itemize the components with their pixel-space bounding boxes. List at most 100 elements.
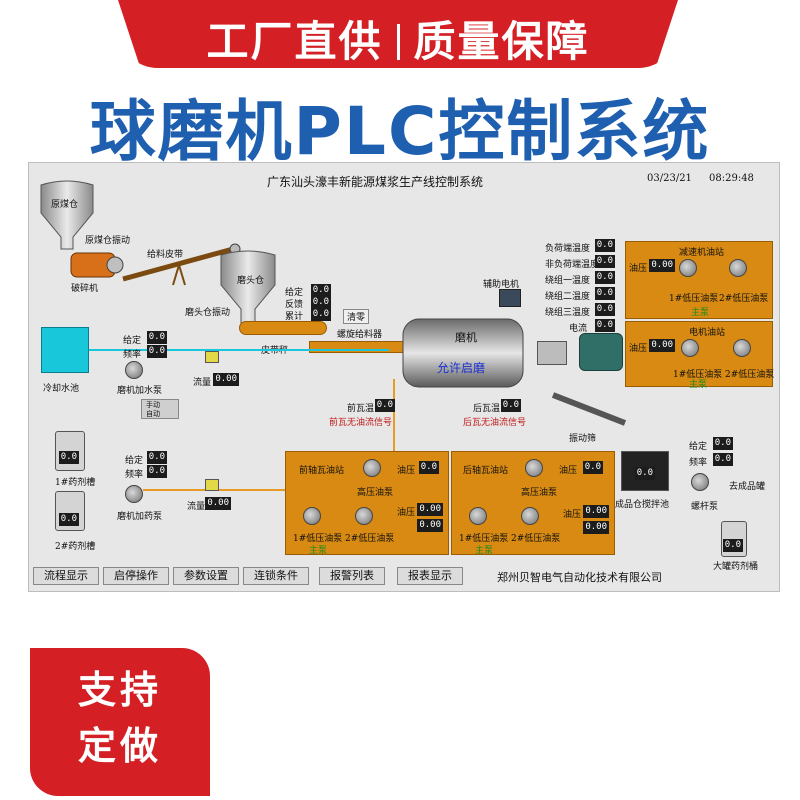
screw-freq-value: 0.0 — [713, 453, 733, 466]
reducer-station-label: 减速机油站 — [679, 248, 725, 258]
tab-alarms[interactable]: 报警列表 — [319, 567, 385, 585]
raw-coal-bin-icon — [40, 180, 94, 250]
front-lp1-pump-icon — [303, 507, 321, 525]
dose-pump-icon — [125, 485, 143, 503]
screw-pump-icon — [691, 473, 709, 491]
mill-label: 磨机 — [455, 331, 477, 344]
reducer-lp1-label: 1#低压油泵 — [669, 294, 719, 304]
belt-feedback-value: 0.0 — [311, 296, 331, 309]
water-flow-label: 流量 — [193, 378, 212, 388]
temp-label-3: 绕组二温度 — [545, 292, 591, 302]
belt-scale-label: 皮带秤 — [261, 346, 289, 356]
custom-line2: 定做 — [77, 724, 162, 768]
water-freq-label: 频率 — [123, 350, 142, 360]
banner-right: 质量保障 — [413, 17, 590, 66]
auto-option: 自动 — [146, 410, 160, 418]
tab-process[interactable]: 流程显示 — [33, 567, 99, 585]
temp-value-5: 0.0 — [595, 319, 615, 332]
belt-scale — [239, 321, 327, 335]
vib-screen-icon — [551, 392, 627, 426]
rear-lp1-label: 1#低压油泵 — [459, 534, 509, 544]
screw-pump-label: 螺杆泵 — [691, 502, 719, 512]
reducer-oil-station — [625, 241, 773, 319]
water-mode-switch[interactable]: 手动自动 — [141, 399, 179, 419]
rear-pressure2-label: 油压 — [563, 510, 582, 520]
crusher-icon — [70, 252, 124, 278]
water-pipe — [89, 349, 389, 351]
clear-button[interactable]: 清零 — [343, 309, 370, 324]
belt-set-value: 0.0 — [311, 284, 331, 297]
water-pump-icon — [125, 361, 143, 379]
crusher-label: 破碎机 — [71, 284, 99, 294]
reducer-lp2-pump-icon — [729, 259, 747, 277]
rear-pressure3-value: 0.00 — [583, 521, 609, 534]
dose-flow-label: 流量 — [187, 502, 206, 512]
pot1-label: 1#药剂槽 — [55, 478, 96, 488]
front-pressure-value: 0.0 — [419, 461, 439, 474]
rear-station-label: 后轴瓦油站 — [463, 466, 509, 476]
raw-coal-vib-label: 原煤仓振动 — [85, 236, 131, 246]
cooling-pool-label: 冷却水池 — [43, 384, 80, 394]
mill-head-bin-icon — [220, 250, 276, 324]
belt-total-label: 累计 — [285, 312, 304, 322]
dose-pipe — [143, 489, 393, 491]
product-tank-value: 0.0 — [635, 467, 655, 480]
to-product-label: 去成品罐 — [729, 482, 766, 492]
rear-pressure-value: 0.0 — [583, 461, 603, 474]
rear-hp-pump-icon — [525, 459, 543, 477]
water-pump-label: 磨机加水泵 — [117, 386, 163, 396]
motor-pressure-value: 0.00 — [649, 339, 675, 352]
raw-coal-bin-label: 原煤仓 — [51, 200, 79, 210]
dose-freq-label: 频率 — [125, 470, 144, 480]
pot1-value: 0.0 — [59, 451, 79, 464]
front-pressure3-value: 0.00 — [417, 519, 443, 532]
rear-tile-temp-value: 0.0 — [501, 399, 521, 412]
manual-option: 手动 — [146, 401, 160, 409]
rear-hp-label: 高压油泵 — [521, 488, 558, 498]
custom-badge-text: 支持 定做 — [30, 662, 210, 774]
screw-set-value: 0.0 — [713, 437, 733, 450]
spiral-feeder-label: 螺旋给料器 — [337, 330, 383, 340]
tab-interlock[interactable]: 连锁条件 — [243, 567, 309, 585]
dose-valve-icon — [205, 479, 219, 491]
front-station-label: 前轴瓦油站 — [299, 466, 345, 476]
motor-lp1-label: 1#低压油泵 — [673, 370, 723, 380]
front-pressure-label: 油压 — [397, 466, 416, 476]
front-lp1-label: 1#低压油泵 — [293, 534, 343, 544]
water-freq-value: 0.0 — [147, 345, 167, 358]
temp-value-3: 0.0 — [595, 287, 615, 300]
dose-set-label: 给定 — [125, 456, 144, 466]
motor-station-label: 电机油站 — [689, 328, 726, 338]
dose-pipe-riser — [393, 379, 395, 491]
pot2-value: 0.0 — [59, 513, 79, 526]
motor-pressure-label: 油压 — [629, 344, 648, 354]
scada-panel: 广东汕头濠丰新能源煤浆生产线控制系统 03/23/21 08:29:48 原煤仓… — [28, 162, 780, 592]
rear-lp1-pump-icon — [469, 507, 487, 525]
motor-lp1-pump-icon — [681, 339, 699, 357]
rear-lp2-label: 2#低压油泵 — [511, 534, 561, 544]
motor-lp2-label: 2#低压油泵 — [725, 370, 775, 380]
front-tile-temp-value: 0.0 — [375, 399, 395, 412]
dose-pump-label: 磨机加药泵 — [117, 512, 163, 522]
temp-label-4: 绕组三温度 — [545, 308, 591, 318]
temp-label-5: 电流 — [569, 324, 588, 334]
tab-start-stop[interactable]: 启停操作 — [103, 567, 169, 585]
main-motor-icon — [579, 333, 623, 371]
mill-drum-icon — [402, 318, 524, 388]
front-no-oil-signal: 前瓦无油流信号 — [329, 418, 393, 428]
rear-main-label: 主泵 — [475, 546, 494, 556]
temp-value-2: 0.0 — [595, 271, 615, 284]
water-flow-value: 0.00 — [213, 373, 239, 386]
mill-head-vib-label: 磨头仓振动 — [185, 308, 231, 318]
tab-parameters[interactable]: 参数设置 — [173, 567, 239, 585]
product-tank-label: 成品仓搅拌池 — [615, 500, 670, 510]
temp-value-1: 0.0 — [595, 255, 615, 268]
dose-flow-value: 0.00 — [205, 497, 231, 510]
front-hp-label: 高压油泵 — [357, 488, 394, 498]
belt-total-value: 0.0 — [311, 308, 331, 321]
front-pressure2-value: 0.00 — [417, 503, 443, 516]
rear-tile-temp-label: 后瓦温 — [473, 404, 501, 414]
dose-set-value: 0.0 — [147, 451, 167, 464]
front-lp2-pump-icon — [355, 507, 373, 525]
tab-reports[interactable]: 报表显示 — [397, 567, 463, 585]
